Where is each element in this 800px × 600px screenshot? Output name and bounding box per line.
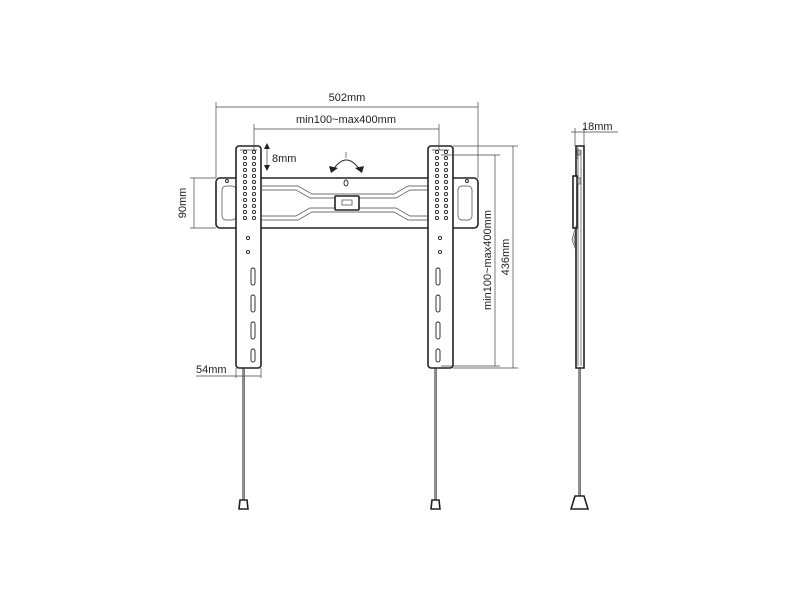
dimension-lines: [190, 102, 518, 378]
front-view: 502mm min100~max400mm 8mm 90mm 54mm min1…: [177, 92, 518, 510]
wall-plate: [215, 177, 479, 229]
dim-total-height: 436mm: [500, 239, 512, 276]
mounting-hole: [443, 167, 449, 173]
mounting-hole: [251, 167, 257, 173]
mounting-hole: [434, 191, 440, 197]
mounting-hole: [251, 161, 257, 167]
mounting-hole: [242, 155, 248, 161]
mounting-hole: [434, 215, 440, 221]
mounting-hole: [434, 173, 440, 179]
dim-vesa-horizontal: min100~max400mm: [296, 114, 396, 126]
mounting-hole: [443, 203, 449, 209]
mounting-hole: [242, 191, 248, 197]
mounting-hole: [251, 209, 257, 215]
mounting-hole: [434, 185, 440, 191]
mounting-hole: [443, 215, 449, 221]
mounting-hole: [434, 197, 440, 203]
dim-depth: 18mm: [582, 121, 613, 133]
mounting-hole: [251, 173, 257, 179]
dim-wall-plate-height: 90mm: [177, 188, 189, 219]
mounting-hole: [242, 185, 248, 191]
mounting-hole: [242, 149, 248, 155]
dim-vesa-vertical: min100~max400mm: [482, 210, 494, 310]
mounting-hole: [434, 149, 440, 155]
dim-total-width: 502mm: [329, 92, 366, 104]
mounting-hole: [443, 179, 449, 185]
mounting-hole: [251, 191, 257, 197]
mounting-hole: [434, 161, 440, 167]
mounting-hole: [245, 249, 251, 255]
mounting-hole: [251, 197, 257, 203]
mounting-hole: [242, 203, 248, 209]
mounting-hole: [251, 215, 257, 221]
mounting-hole: [443, 185, 449, 191]
mounting-hole: [434, 155, 440, 161]
mounting-hole: [242, 173, 248, 179]
mounting-hole: [242, 215, 248, 221]
mounting-hole: [434, 203, 440, 209]
mounting-hole: [251, 149, 257, 155]
rotate-arrow-icon: [329, 152, 364, 173]
mounting-hole: [242, 179, 248, 185]
mounting-hole: [437, 235, 443, 241]
mounting-hole: [443, 155, 449, 161]
dim-adjust-height: 8mm: [272, 153, 296, 165]
mounting-hole: [251, 203, 257, 209]
mounting-hole: [443, 173, 449, 179]
mounting-hole: [242, 161, 248, 167]
mounting-hole: [443, 209, 449, 215]
mounting-hole: [242, 209, 248, 215]
mounting-hole: [443, 149, 449, 155]
dim-arm-width: 54mm: [196, 364, 227, 376]
mounting-hole: [443, 161, 449, 167]
center-lock: [334, 195, 360, 211]
mounting-hole: [443, 191, 449, 197]
pull-strings: [238, 368, 441, 510]
mounting-hole: [434, 209, 440, 215]
mounting-hole: [251, 155, 257, 161]
mounting-hole: [434, 167, 440, 173]
side-view: 18mm: [569, 121, 618, 510]
mounting-hole: [251, 179, 257, 185]
mounting-hole: [437, 249, 443, 255]
mounting-hole: [443, 197, 449, 203]
mounting-hole: [242, 167, 248, 173]
left-vesa-arm: [235, 145, 262, 369]
dimension-labels: 502mm min100~max400mm 8mm 90mm 54mm min1…: [177, 92, 512, 376]
right-vesa-arm: [427, 145, 454, 369]
mounting-hole: [245, 235, 251, 241]
mounting-hole: [251, 185, 257, 191]
mounting-hole: [434, 179, 440, 185]
mounting-hole: [242, 197, 248, 203]
